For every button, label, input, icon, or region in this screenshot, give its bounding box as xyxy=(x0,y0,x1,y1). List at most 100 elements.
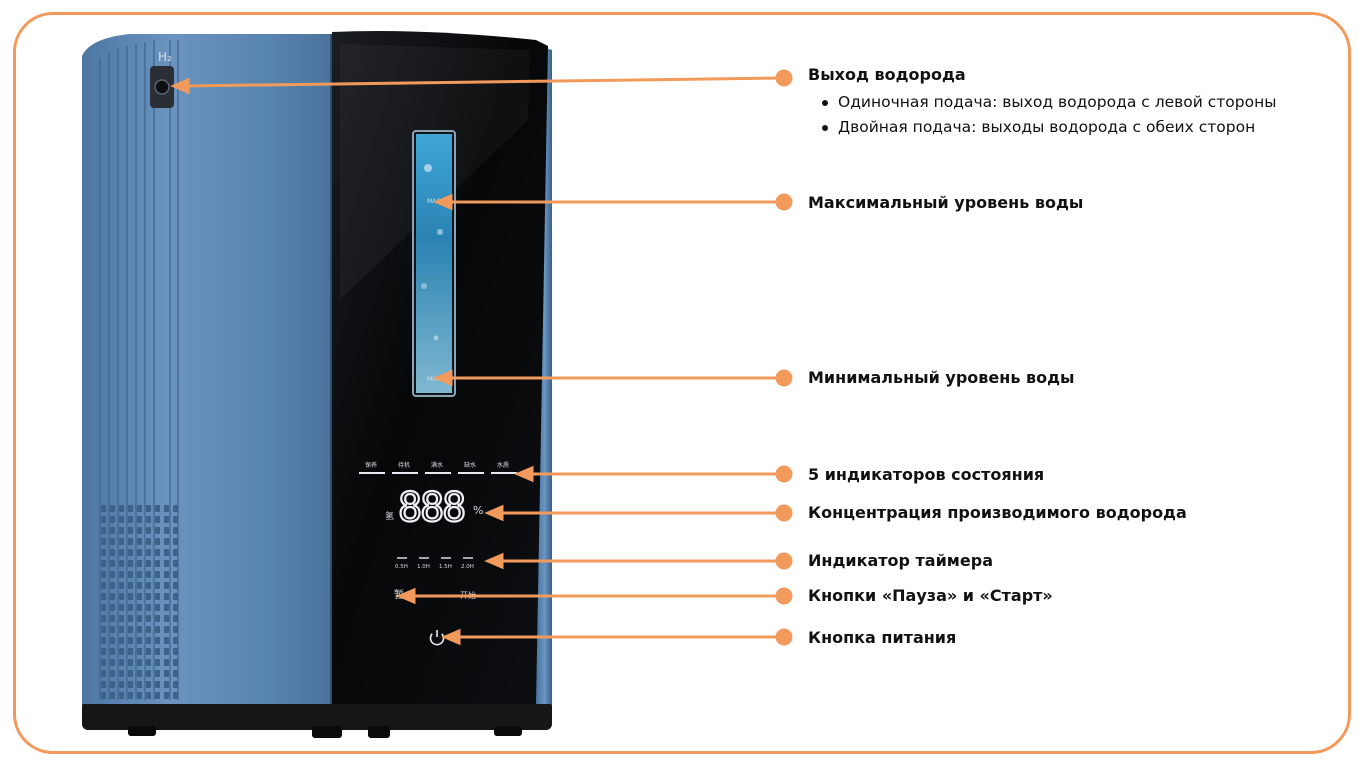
vent-slot xyxy=(137,626,142,633)
vent-slot xyxy=(164,527,169,534)
vent-slot xyxy=(137,615,142,622)
leader-timer-indicator xyxy=(484,552,793,570)
vent-slot xyxy=(146,637,151,644)
vent-slot xyxy=(173,604,178,611)
vent-slot xyxy=(110,560,115,567)
vent-slot xyxy=(137,593,142,600)
vent-slot xyxy=(101,582,106,589)
display-unit: % xyxy=(473,504,483,517)
vent-slot xyxy=(155,549,160,556)
vent-slot xyxy=(128,648,133,655)
vent-slot xyxy=(128,604,133,611)
callout-power-button: Кнопка питания xyxy=(808,628,957,647)
vent-slot xyxy=(110,648,115,655)
vent-slot xyxy=(164,604,169,611)
vent-slot xyxy=(119,560,124,567)
vent-slot xyxy=(110,604,115,611)
vent-slot xyxy=(155,560,160,567)
vent-slot xyxy=(137,527,142,534)
vent-slot xyxy=(101,549,106,556)
vent-slot xyxy=(173,692,178,699)
vent-slot xyxy=(164,692,169,699)
leader-pause-start-buttons xyxy=(396,587,793,605)
vent-slot xyxy=(128,681,133,688)
vent-slot xyxy=(137,692,142,699)
vent-slot xyxy=(173,582,178,589)
vent-slot xyxy=(137,582,142,589)
vent-slot xyxy=(128,527,133,534)
callout-hydrogen-outlet-title: Выход водорода xyxy=(808,65,966,84)
vent-slot xyxy=(101,538,106,545)
vent-slot xyxy=(164,670,169,677)
vent-slot xyxy=(173,626,178,633)
vent-slot xyxy=(101,593,106,600)
vent-slot xyxy=(155,670,160,677)
vent-slot xyxy=(119,604,124,611)
vent-slot xyxy=(119,549,124,556)
vent-slot xyxy=(110,615,115,622)
vent-slot xyxy=(137,560,142,567)
vent-slot xyxy=(164,593,169,600)
vent-slot xyxy=(101,516,106,523)
vent-slot xyxy=(101,681,106,688)
vent-slot xyxy=(101,659,106,666)
vent-slot xyxy=(128,626,133,633)
vent-slot xyxy=(173,670,178,677)
vent-slot xyxy=(164,549,169,556)
vent-slot xyxy=(128,670,133,677)
vent-slot xyxy=(137,571,142,578)
vent-slot xyxy=(110,670,115,677)
vent-slot xyxy=(164,538,169,545)
vent-slot xyxy=(146,670,151,677)
vent-slot xyxy=(128,571,133,578)
vent-slot xyxy=(128,692,133,699)
timer-label: 0.5H xyxy=(395,564,408,570)
vent-slot xyxy=(164,626,169,633)
vent-slot xyxy=(173,538,178,545)
vent-slot xyxy=(110,516,115,523)
vent-slot xyxy=(119,648,124,655)
vent-slot xyxy=(128,516,133,523)
callout-pause-start-buttons: Кнопки «Пауза» и «Старт» xyxy=(808,586,1053,605)
concentration-display: 氢 888 % xyxy=(385,484,483,532)
vent-slot xyxy=(155,527,160,534)
vent-slot xyxy=(128,582,133,589)
vent-slot xyxy=(173,571,178,578)
leader-status-indicators xyxy=(514,465,793,483)
vent-slot xyxy=(137,516,142,523)
vent-slot xyxy=(119,681,124,688)
vent-slot xyxy=(101,604,106,611)
vent-slot xyxy=(164,681,169,688)
vent-slot xyxy=(146,692,151,699)
vent-slot xyxy=(110,549,115,556)
vent-slot xyxy=(110,593,115,600)
status-indicator-label: 保养 xyxy=(365,461,377,469)
vent-slot xyxy=(164,571,169,578)
bullet-single-feed: Одиночная подача: выход водорода с левой… xyxy=(822,90,1276,115)
vent-slot xyxy=(164,637,169,644)
vent-slot xyxy=(164,582,169,589)
vent-slot xyxy=(101,505,106,512)
outlet-mark: H₂ xyxy=(158,50,172,64)
vent-grille xyxy=(101,505,178,699)
hydrogen-outlet-bullets: Одиночная подача: выход водорода с левой… xyxy=(822,90,1276,140)
vent-slot xyxy=(155,659,160,666)
vent-slot xyxy=(119,659,124,666)
vent-slot xyxy=(110,681,115,688)
vent-slot xyxy=(146,582,151,589)
vent-slot xyxy=(173,615,178,622)
vent-slot xyxy=(110,505,115,512)
display-digits: 888 xyxy=(398,485,464,531)
svg-text:MAX: MAX xyxy=(427,198,440,205)
vent-slot xyxy=(146,648,151,655)
leader-power-button xyxy=(441,628,793,646)
timer-label: 1.5H xyxy=(439,564,452,570)
vent-slot xyxy=(128,538,133,545)
vent-slot xyxy=(110,582,115,589)
status-indicator-label: 缺水 xyxy=(464,461,476,469)
vent-slot xyxy=(137,538,142,545)
vent-slot xyxy=(119,582,124,589)
vent-slot xyxy=(119,615,124,622)
vent-slot xyxy=(110,527,115,534)
